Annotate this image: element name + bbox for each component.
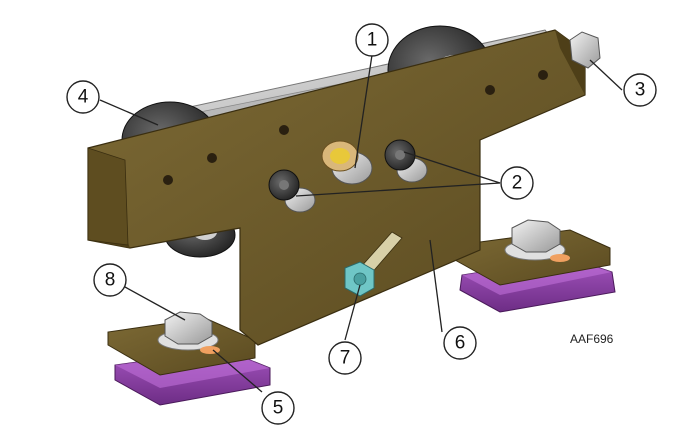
svg-text:1: 1 xyxy=(367,30,378,51)
main-bracket xyxy=(87,29,586,346)
svg-text:4: 4 xyxy=(78,87,89,108)
callout-3: 3 xyxy=(623,73,657,107)
svg-text:6: 6 xyxy=(455,333,466,354)
svg-text:8: 8 xyxy=(105,270,116,291)
rail-end-nut xyxy=(569,31,601,69)
svg-text:3: 3 xyxy=(635,80,646,101)
callout-8: 8 xyxy=(93,263,127,297)
callout-4: 4 xyxy=(66,80,100,114)
leader-lines xyxy=(99,54,623,393)
callout-1: 1 xyxy=(355,23,389,57)
guide-pin-left xyxy=(268,169,316,213)
reference-code: AAF696 xyxy=(570,332,614,346)
callout-5: 5 xyxy=(261,391,295,425)
right-mounting-bolt xyxy=(504,219,570,262)
center-pin xyxy=(321,140,373,185)
adjuster-nut xyxy=(344,261,375,297)
svg-text:7: 7 xyxy=(340,348,351,369)
callout-2: 2 xyxy=(500,166,534,200)
callout-6: 6 xyxy=(443,326,477,360)
svg-text:2: 2 xyxy=(512,173,523,194)
svg-text:5: 5 xyxy=(273,398,284,419)
left-mounting-bolt xyxy=(157,311,220,354)
callout-7: 7 xyxy=(328,341,362,375)
